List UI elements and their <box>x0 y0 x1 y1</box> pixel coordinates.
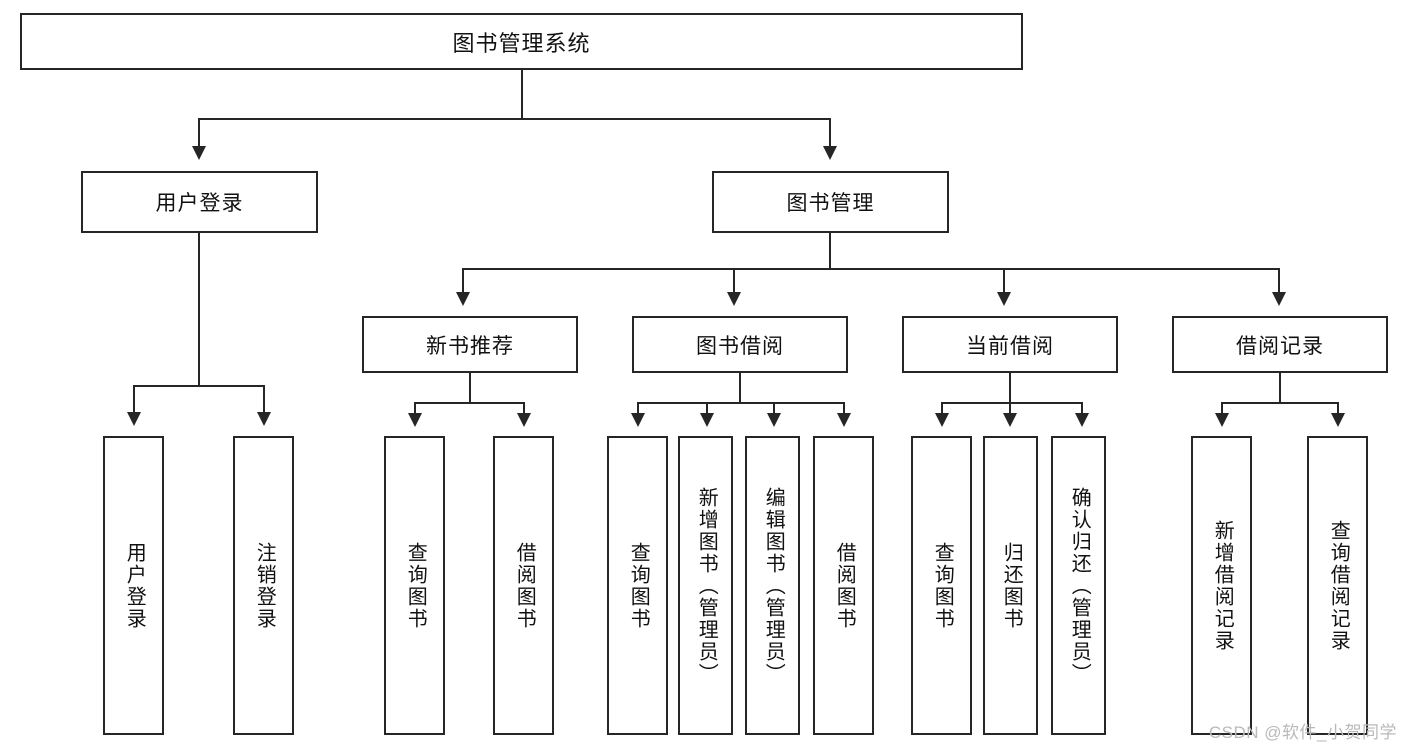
leaf-borrow-books[interactable]: 借阅图书 <box>813 436 874 735</box>
arrow-new-book-leaf-2 <box>517 413 531 427</box>
node-user-login[interactable]: 用户登录 <box>81 171 318 233</box>
connector-borrow-records-branch-1 <box>1221 402 1223 418</box>
leaf-query-borrow-record[interactable]: 查询借阅记录 <box>1307 436 1368 735</box>
connector-new-book-bus <box>414 402 525 404</box>
connector-book-mgmt-branch-1 <box>462 268 464 296</box>
leaf-edit-book-admin[interactable]: 编辑图书（管理员） <box>745 436 800 735</box>
leaf-add-book-admin[interactable]: 新增图书（管理员） <box>678 436 733 735</box>
arrow-root-to-user-login <box>192 146 206 160</box>
leaf-query-books-recommend[interactable]: 查询图书 <box>384 436 445 735</box>
leaf-confirm-return-admin[interactable]: 确认归还（管理员） <box>1051 436 1106 735</box>
leaf-logout[interactable]: 注销登录 <box>233 436 294 735</box>
connector-current-borrow-branch-1 <box>941 402 943 418</box>
arrow-to-borrow-records <box>1272 292 1286 306</box>
arrow-to-new-book-recommend <box>456 292 470 306</box>
arrow-book-borrow-leaf-4 <box>837 413 851 427</box>
arrow-user-login-leaf-2 <box>257 412 271 426</box>
connector-root-stem <box>521 70 523 119</box>
arrow-current-borrow-leaf-2 <box>1003 413 1017 427</box>
connector-user-login-stem <box>198 233 200 386</box>
connector-current-borrow-branch-3 <box>1081 402 1083 418</box>
node-new-book-recommend[interactable]: 新书推荐 <box>362 316 578 373</box>
arrow-to-current-borrow <box>997 292 1011 306</box>
connector-book-borrow-branch-3 <box>773 402 775 418</box>
connector-current-borrow-stem <box>1009 373 1011 403</box>
leaf-query-books-borrow[interactable]: 查询图书 <box>607 436 668 735</box>
arrow-book-borrow-leaf-2 <box>700 413 714 427</box>
connector-book-borrow-branch-1 <box>637 402 639 418</box>
leaf-user-login[interactable]: 用户登录 <box>103 436 164 735</box>
arrow-new-book-leaf-1 <box>408 413 422 427</box>
connector-borrow-records-branch-2 <box>1337 402 1339 418</box>
arrow-current-borrow-leaf-1 <box>935 413 949 427</box>
arrow-book-borrow-leaf-1 <box>631 413 645 427</box>
connector-new-book-branch-1 <box>414 402 416 418</box>
node-root-system[interactable]: 图书管理系统 <box>20 13 1023 70</box>
leaf-return-books[interactable]: 归还图书 <box>983 436 1038 735</box>
arrow-book-borrow-leaf-3 <box>767 413 781 427</box>
connector-current-borrow-branch-2 <box>1009 402 1011 418</box>
arrow-borrow-records-leaf-2 <box>1331 413 1345 427</box>
connector-user-login-branch-1 <box>133 385 135 417</box>
connector-book-borrow-bus <box>637 402 845 404</box>
node-book-borrow[interactable]: 图书借阅 <box>632 316 848 373</box>
leaf-add-borrow-record[interactable]: 新增借阅记录 <box>1191 436 1252 735</box>
connector-current-borrow-bus <box>941 402 1083 404</box>
connector-borrow-records-bus <box>1221 402 1339 404</box>
connector-user-login-bus <box>133 385 265 387</box>
connector-root-bus <box>198 118 831 120</box>
connector-book-borrow-branch-2 <box>706 402 708 418</box>
connector-root-to-user-login <box>198 118 200 152</box>
connector-book-mgmt-branch-4 <box>1278 268 1280 296</box>
arrow-root-to-book-mgmt <box>823 146 837 160</box>
arrow-borrow-records-leaf-1 <box>1215 413 1229 427</box>
connector-book-mgmt-stem <box>829 233 831 269</box>
connector-book-mgmt-branch-3 <box>1003 268 1005 296</box>
connector-book-mgmt-bus <box>462 268 1280 270</box>
node-current-borrow[interactable]: 当前借阅 <box>902 316 1118 373</box>
connector-borrow-records-stem <box>1279 373 1281 403</box>
node-borrow-records[interactable]: 借阅记录 <box>1172 316 1388 373</box>
connector-new-book-stem <box>469 373 471 403</box>
connector-book-mgmt-branch-2 <box>733 268 735 296</box>
connector-book-borrow-stem <box>739 373 741 403</box>
connector-user-login-branch-2 <box>263 385 265 417</box>
arrow-current-borrow-leaf-3 <box>1075 413 1089 427</box>
node-book-management[interactable]: 图书管理 <box>712 171 949 233</box>
connector-new-book-branch-2 <box>523 402 525 418</box>
arrow-user-login-leaf-1 <box>127 412 141 426</box>
arrow-to-book-borrow <box>727 292 741 306</box>
connector-book-borrow-branch-4 <box>843 402 845 418</box>
leaf-borrow-books-recommend[interactable]: 借阅图书 <box>493 436 554 735</box>
leaf-query-books-current[interactable]: 查询图书 <box>911 436 972 735</box>
connector-root-to-book-mgmt <box>829 118 831 152</box>
watermark-text: CSDN @软件_小贺同学 <box>1208 723 1397 742</box>
